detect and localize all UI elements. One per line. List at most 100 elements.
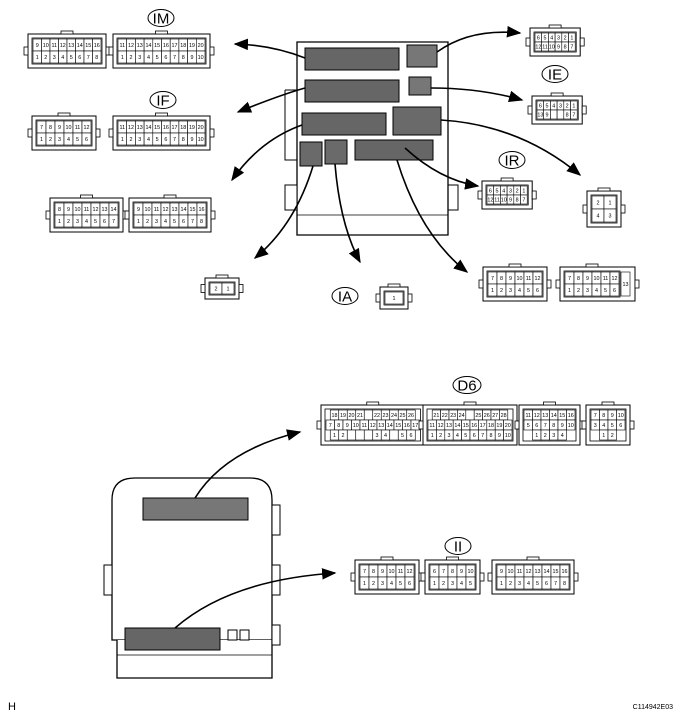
- pin-number: 5: [399, 581, 402, 587]
- pin-cavity: 7: [478, 429, 488, 441]
- pin-number: 9: [346, 423, 349, 429]
- pin-cavity: 11: [117, 120, 127, 134]
- pin-cavity: 11: [427, 419, 437, 431]
- pin-cavity: 6: [616, 419, 626, 431]
- pin-number: 1: [609, 201, 612, 207]
- pin-cavity: 2: [338, 429, 348, 441]
- pin-number: 19: [496, 423, 502, 429]
- pin-cavity: 12: [532, 409, 542, 421]
- pin-cavity: 5: [543, 100, 551, 111]
- pin-number: 11: [75, 125, 81, 131]
- pin-cavity: 18: [178, 120, 188, 134]
- svg-text:II: II: [454, 539, 462, 556]
- pin-cavity: 2: [63, 214, 74, 228]
- pin-cavity: 20: [196, 120, 206, 134]
- pin-cavity: 7: [570, 109, 578, 120]
- pin-number: 14: [145, 125, 151, 131]
- pin-cavity: 4: [380, 429, 391, 441]
- pin-number: 12: [438, 423, 444, 429]
- pin-number: 26: [484, 413, 490, 419]
- pin-number: 2: [611, 433, 614, 439]
- pin-number: 8: [337, 423, 340, 429]
- pin-number: 12: [534, 413, 540, 419]
- pin-cavity: 11: [359, 419, 369, 431]
- pin-number: 18: [180, 125, 186, 131]
- pin-number: 5: [173, 219, 176, 225]
- pin-cavity: 6: [486, 185, 494, 196]
- pin-number: 3: [381, 581, 384, 587]
- pin-cavity: 1: [384, 291, 404, 305]
- pin-number: 8: [563, 581, 566, 587]
- pin-number: 7: [481, 433, 484, 439]
- pin-cavity: 2: [561, 32, 569, 43]
- pin-cavity: 26: [482, 409, 492, 421]
- pin-number: 5: [76, 137, 79, 143]
- pin-number: 3: [552, 433, 555, 439]
- pin-cavity: 9: [187, 132, 197, 146]
- pin-cavity: [355, 429, 365, 441]
- pin-number: 16: [404, 423, 410, 429]
- pin-number: 20: [198, 43, 204, 49]
- pin-number: 10: [505, 433, 511, 439]
- pin-number: 14: [551, 413, 557, 419]
- pin-cavity: 4: [599, 419, 609, 431]
- pin-cavity: 2: [126, 132, 136, 146]
- pin-number: 23: [450, 413, 456, 419]
- pin-cavity: 17: [478, 419, 488, 431]
- pin-number: 4: [597, 214, 600, 220]
- pin-cavity: 12: [58, 38, 68, 52]
- pin-cavity: 3: [554, 32, 563, 43]
- pin-cavity: 12: [160, 202, 171, 216]
- pin-cavity: 1: [564, 283, 575, 297]
- pin-number: 20: [349, 413, 355, 419]
- pin-number: 6: [473, 433, 476, 439]
- pin-number: 7: [173, 137, 176, 143]
- pin-cavity: 7: [36, 120, 47, 134]
- pin-cavity: 14: [178, 202, 189, 216]
- pin-number: 1: [58, 219, 61, 225]
- svg-text:IA: IA: [338, 289, 352, 306]
- pin-cavity: 7: [520, 194, 528, 205]
- pin-number: 2: [564, 36, 567, 42]
- pin-cavity: 4: [500, 185, 508, 196]
- pin-cavity: 4: [160, 214, 171, 228]
- pin-cavity: 24: [457, 409, 467, 421]
- pin-cavity: 5: [169, 214, 180, 228]
- pin-cavity: 2: [41, 50, 51, 64]
- pin-cavity: 8: [334, 419, 344, 431]
- pin-cavity: 5: [600, 283, 611, 297]
- pin-cavity: 10: [465, 564, 476, 578]
- pin-cavity: 7: [564, 271, 575, 285]
- pin-cavity: 3: [135, 50, 145, 64]
- pin-cavity: 5: [523, 283, 534, 297]
- pin-number: 2: [372, 581, 375, 587]
- pin-number: 7: [87, 55, 90, 61]
- svg-text:IM: IM: [153, 11, 170, 28]
- pin-number: 8: [451, 569, 454, 575]
- pin-cavity: 7: [187, 214, 198, 228]
- pin-cavity: 1: [32, 50, 42, 64]
- pin-cavity: 1: [359, 576, 370, 590]
- pin-cavity: 19: [494, 419, 504, 431]
- pin-number: 6: [164, 55, 167, 61]
- pin-cavity: 16: [469, 419, 479, 431]
- pin-cavity: 3: [447, 576, 458, 590]
- pin-cavity: 10: [591, 271, 602, 285]
- pin-number: 6: [410, 433, 413, 439]
- pin-cavity: [556, 109, 565, 120]
- pin-number: 9: [381, 569, 384, 575]
- pin-number: 7: [173, 55, 176, 61]
- pin-cavity: 8: [561, 41, 569, 52]
- pin-cavity: 15: [557, 409, 567, 421]
- pin-cavity: 7: [438, 564, 449, 578]
- block-connector-im: [304, 47, 400, 71]
- pin-cavity: 8: [513, 194, 521, 205]
- pin-cavity: 1: [568, 32, 576, 43]
- pin-number: 7: [40, 125, 43, 131]
- pin-number: 1: [363, 581, 366, 587]
- pin-number: 7: [112, 219, 115, 225]
- pin-number: 2: [516, 189, 519, 195]
